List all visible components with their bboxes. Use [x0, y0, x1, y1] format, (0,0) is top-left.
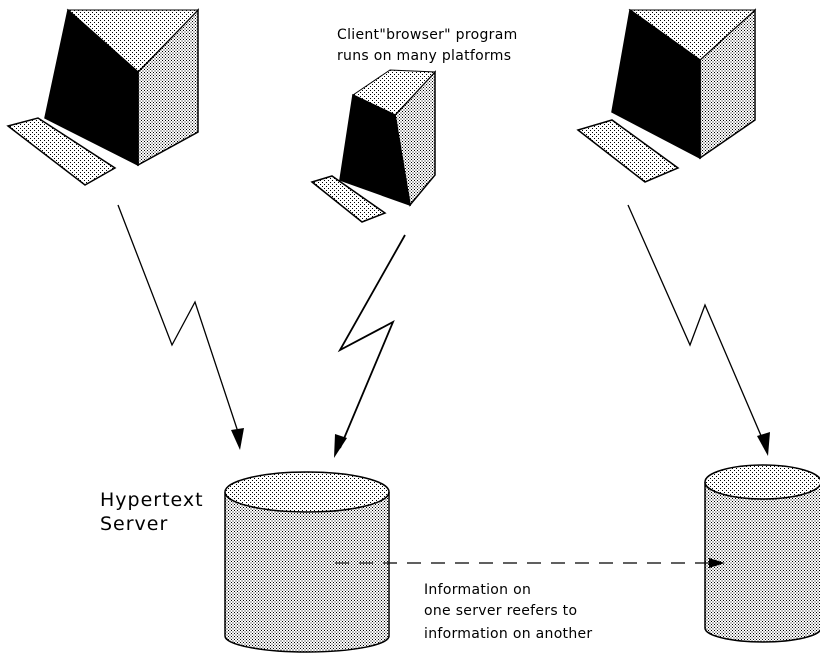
server-label-line1: Hypertext	[100, 489, 204, 511]
connection-left	[117, 204, 244, 450]
server-link	[335, 558, 725, 568]
desktop-computer-icon	[576, 8, 757, 183]
monitor-screen	[44, 8, 139, 167]
arrowhead-icon	[231, 428, 244, 450]
link-label-line1: Information on	[424, 582, 531, 598]
connection-right	[627, 204, 770, 456]
arrowhead-icon	[709, 558, 725, 568]
client-label-line2: runs on many platforms	[337, 48, 511, 64]
arrowhead-icon	[757, 432, 770, 456]
server-label: Hypertext Server	[100, 489, 204, 535]
database-cylinder-icon	[224, 471, 390, 653]
hypertext-server	[224, 471, 390, 653]
keyboard	[310, 175, 387, 223]
client-computer-right	[576, 8, 757, 183]
monitor-screen	[611, 8, 701, 160]
lightning-arrow	[117, 204, 241, 439]
client-computer-center	[310, 69, 437, 223]
link-label-line3: information on another	[424, 626, 593, 642]
connection-center	[334, 234, 406, 458]
monitor-screen	[339, 93, 411, 207]
link-label: Information on one server reefers to inf…	[424, 582, 593, 642]
link-label-line2: one server reefers to	[424, 603, 577, 619]
keyboard	[576, 119, 680, 183]
client-label: Client"browser" program runs on many pla…	[337, 27, 518, 64]
arrowhead-icon	[334, 434, 347, 458]
keyboard	[6, 117, 117, 186]
client-label-line1: Client"browser" program	[337, 27, 518, 43]
remote-server	[704, 464, 820, 643]
server-label-line2: Server	[100, 513, 168, 535]
client-computer-left	[6, 8, 200, 186]
lightning-arrow	[337, 234, 406, 449]
desktop-computer-icon	[310, 69, 437, 223]
desktop-computer-icon	[6, 8, 200, 186]
lightning-arrow	[627, 204, 766, 446]
database-cylinder-icon	[704, 464, 820, 643]
